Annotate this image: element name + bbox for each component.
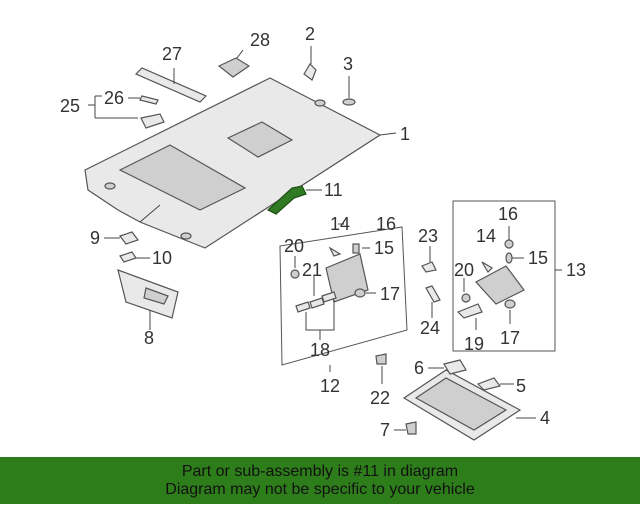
- clip-22: [375, 353, 387, 384]
- box-12: [279, 223, 408, 372]
- info-banner: Part or sub-assembly is #11 in diagram D…: [0, 457, 640, 504]
- callout-4: 4: [540, 408, 550, 428]
- grab-handle-11[interactable]: [266, 185, 322, 215]
- callout-5: 5: [516, 376, 526, 396]
- callout-10: 10: [152, 248, 172, 268]
- headliner: [84, 77, 382, 249]
- callout-15b: 15: [528, 248, 548, 268]
- sun-visor-8: [117, 269, 179, 330]
- callout-23: 23: [418, 226, 438, 246]
- clips-5-6-7: [394, 359, 514, 435]
- callout-22: 22: [370, 388, 390, 408]
- bracket-28: [217, 49, 251, 78]
- callout-21: 21: [302, 260, 322, 280]
- callout-26: 26: [104, 88, 124, 108]
- callout-6: 6: [414, 358, 424, 378]
- callout-11: 11: [324, 180, 343, 200]
- callout-17a: 17: [380, 284, 400, 304]
- parts-diagram: 1 2 3 4 5 6 7 8 9 10 11 12 13 14 14 15 1…: [60, 24, 586, 441]
- clip-2: [303, 46, 317, 81]
- callout-25: 25: [60, 96, 80, 116]
- callout-16b: 16: [498, 204, 518, 224]
- rail-27: [134, 67, 208, 103]
- callout-16a: 16: [376, 214, 396, 234]
- callout-28: 28: [250, 30, 270, 50]
- callout-1: 1: [400, 124, 410, 144]
- wiring-23-24: [421, 246, 441, 318]
- callout-8: 8: [144, 328, 154, 348]
- callout-14b: 14: [476, 226, 496, 246]
- clips-9-10: [104, 231, 150, 263]
- callout-2: 2: [305, 24, 315, 44]
- callout-13: 13: [566, 260, 586, 280]
- callout-9: 9: [90, 228, 100, 248]
- callout-12: 12: [320, 376, 340, 396]
- callout-15a: 15: [374, 238, 394, 258]
- banner-line-1: Part or sub-assembly is #11 in diagram: [181, 462, 459, 480]
- callout-27: 27: [162, 44, 182, 64]
- box-13: [452, 200, 562, 352]
- callout-19: 19: [464, 334, 484, 354]
- callout-18: 18: [310, 340, 330, 360]
- sunroof-panel-4: [402, 369, 536, 441]
- callout-20a: 20: [284, 236, 304, 256]
- callout-17b: 17: [500, 328, 520, 348]
- banner-line-2: Diagram may not be specific to your vehi…: [165, 480, 475, 498]
- grommet-3: [342, 76, 356, 106]
- callout-24: 24: [420, 318, 440, 338]
- callout-14a: 14: [330, 214, 350, 234]
- callout-20b: 20: [454, 260, 474, 280]
- callout-3: 3: [343, 54, 353, 74]
- clips-25-26: [88, 95, 165, 129]
- callout-7: 7: [380, 420, 390, 440]
